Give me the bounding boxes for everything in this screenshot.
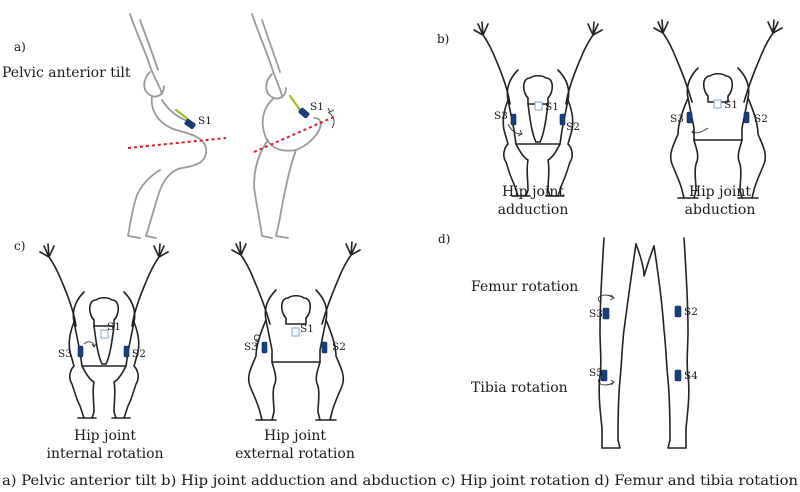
tibia-rotation-label: Tibia rotation bbox=[471, 380, 568, 396]
sensor-s1-abduction bbox=[713, 99, 722, 109]
figure-adduction: S1 S2 S3 bbox=[473, 21, 603, 197]
panel-c-tag: c) bbox=[14, 239, 25, 253]
squat-figure-tilted: S1 bbox=[251, 13, 337, 239]
panel-b: b) S1 S2 S3 Hip joint adduction S1 S2 S3… bbox=[437, 19, 783, 218]
sensor-label-s3-femur: S3 bbox=[589, 308, 603, 320]
panel-a-title: Pelvic anterior tilt bbox=[2, 65, 131, 81]
sensor-label-s2-femur: S2 bbox=[684, 306, 698, 318]
sensor-label-s1-adduction: S1 bbox=[545, 101, 559, 113]
sensor-s1-external bbox=[291, 327, 300, 337]
internal-rotation-label-line2: internal rotation bbox=[46, 446, 163, 462]
sensor-s3-external bbox=[261, 341, 268, 354]
sensor-label-s2-external: S2 bbox=[332, 341, 346, 353]
sensor-s3-femur bbox=[602, 307, 610, 320]
panel-b-tag: b) bbox=[437, 32, 449, 46]
tibia-rotation-arrow-icon bbox=[598, 377, 615, 386]
sensor-label-s3-external: S3 bbox=[244, 341, 258, 353]
sensor-s2-adduction bbox=[559, 113, 566, 126]
adduction-label-line1: Hip joint bbox=[502, 184, 564, 200]
external-rotation-label-line1: Hip joint bbox=[264, 428, 326, 444]
legs-illustration bbox=[598, 237, 690, 449]
internal-rotation-arrow-icon bbox=[83, 341, 97, 348]
sensor-label-s3-adduction: S3 bbox=[494, 110, 508, 122]
sensor-s2-internal bbox=[123, 345, 130, 358]
sensor-s3-abduction bbox=[686, 111, 693, 124]
squat-figure-neutral: S1 bbox=[127, 13, 227, 239]
sensor-label-s2-adduction: S2 bbox=[566, 121, 580, 133]
sensor-s2-abduction bbox=[743, 111, 750, 124]
sensor-label-s1-tilted: S1 bbox=[310, 101, 324, 113]
figure-abduction: S1 S2 S3 bbox=[653, 19, 783, 199]
sensor-s4-tibia bbox=[674, 369, 682, 382]
sensor-s3-internal bbox=[77, 345, 84, 358]
pelvis-tilt-line-neutral bbox=[127, 137, 227, 149]
adduction-arrow-icon bbox=[507, 123, 523, 137]
sensor-label-s2-abduction: S2 bbox=[754, 113, 768, 125]
sensor-s1-neutral bbox=[184, 118, 196, 130]
femur-rotation-label: Femur rotation bbox=[471, 279, 578, 295]
sensor-s5-tibia bbox=[600, 369, 608, 382]
sensor-label-s1-external: S1 bbox=[300, 323, 314, 335]
internal-rotation-label-line1: Hip joint bbox=[74, 428, 136, 444]
sensor-label-s1-neutral: S1 bbox=[198, 115, 212, 127]
sensor-s3-adduction bbox=[510, 113, 517, 126]
panel-c: c) S1 S2 S3 Hip joint internal rotation … bbox=[14, 239, 361, 462]
sensor-label-s1-abduction: S1 bbox=[724, 99, 738, 111]
abduction-label-line1: Hip joint bbox=[689, 184, 751, 200]
abduction-label-line2: abduction bbox=[685, 202, 756, 218]
figure-caption: a) Pelvic anterior tilt b) Hip joint add… bbox=[2, 473, 798, 489]
panel-a-tag: a) bbox=[14, 40, 26, 54]
figure-internal-rotation: S1 S2 S3 bbox=[39, 243, 169, 419]
sensor-label-s5-tibia: S5 bbox=[589, 367, 603, 379]
sensor-label-s4-tibia: S4 bbox=[684, 370, 698, 382]
sensor-s1-tilted bbox=[298, 107, 310, 119]
pelvis-tilt-line-tilted bbox=[253, 115, 337, 153]
external-rotation-label-line2: external rotation bbox=[235, 446, 355, 462]
panel-d: d) Femur rotation Tibia rotation S3 S2 S… bbox=[438, 232, 698, 449]
panel-a: a) Pelvic anterior tilt S1 S1 bbox=[2, 13, 337, 239]
abduction-arrow-icon bbox=[691, 127, 709, 136]
sensor-s2-external bbox=[321, 341, 328, 354]
sensor-s2-femur bbox=[674, 305, 682, 318]
adduction-label-line2: adduction bbox=[498, 202, 569, 218]
sensor-label-s2-internal: S2 bbox=[132, 348, 146, 360]
figure-external-rotation: S1 S2 S3 bbox=[231, 241, 361, 421]
tilt-arrow-icon bbox=[327, 107, 335, 129]
external-rotation-arrow-icon bbox=[253, 334, 261, 345]
sensor-s1-adduction bbox=[534, 101, 543, 111]
panel-d-tag: d) bbox=[438, 232, 450, 246]
femur-rotation-arrow-icon bbox=[598, 294, 615, 303]
sensor-label-s3-internal: S3 bbox=[58, 348, 72, 360]
sensor-label-s1-internal: S1 bbox=[107, 321, 121, 333]
sensor-s1-internal bbox=[100, 329, 109, 339]
sensor-label-s3-abduction: S3 bbox=[670, 113, 684, 125]
